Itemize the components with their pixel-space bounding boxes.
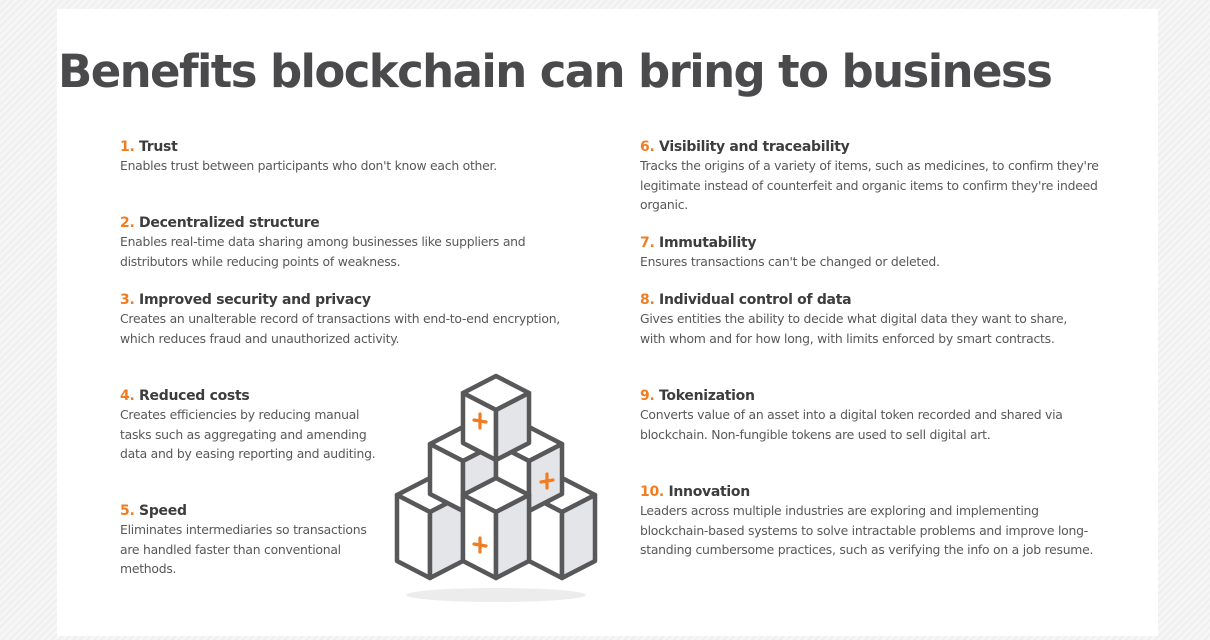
plus-icon: [539, 472, 555, 490]
benefit-description: Tracks the origins of a variety of items…: [640, 158, 1099, 212]
benefit-number: 3.: [120, 292, 135, 308]
benefit-number: 6.: [640, 139, 655, 155]
benefit-description: Enables real-time data sharing among bus…: [120, 234, 526, 269]
benefit-title: Trust: [139, 139, 178, 155]
benefit-item-1: 1. Trust Enables trust between participa…: [120, 138, 560, 176]
benefit-item-8: 8. Individual control of data Gives enti…: [640, 291, 1080, 348]
benefit-description: Converts value of an asset into a digita…: [640, 407, 1063, 442]
benefit-heading: 7. Immutability: [640, 234, 1102, 252]
benefit-number: 8.: [640, 292, 655, 308]
benefit-number: 10.: [640, 484, 664, 500]
benefit-item-5: 5. Speed Eliminates intermediaries so tr…: [120, 502, 370, 579]
benefit-description: Ensures transactions can't be changed or…: [640, 254, 940, 269]
benefit-description: Creates efficiencies by reducing manual …: [120, 407, 376, 461]
blockchain-cubes-icon: [394, 373, 598, 602]
cube-top: [460, 373, 532, 463]
benefit-title: Improved security and privacy: [139, 292, 371, 308]
benefit-number: 5.: [120, 503, 135, 519]
page-title: Benefits blockchain can bring to busines…: [58, 45, 1053, 98]
benefit-item-7: 7. Immutability Ensures transactions can…: [640, 234, 1102, 272]
benefit-heading: 6. Visibility and traceability: [640, 138, 1102, 156]
benefit-description: Enables trust between participants who d…: [120, 158, 497, 173]
benefit-number: 4.: [120, 388, 135, 404]
benefit-description: Eliminates intermediaries so transaction…: [120, 522, 367, 576]
benefit-title: Immutability: [659, 235, 757, 251]
benefit-number: 2.: [120, 215, 135, 231]
benefit-description: Leaders across multiple industries are e…: [640, 503, 1094, 557]
benefit-item-9: 9. Tokenization Converts value of an ass…: [640, 387, 1095, 444]
benefit-heading: 8. Individual control of data: [640, 291, 1080, 309]
benefit-item-6: 6. Visibility and traceability Tracks th…: [640, 138, 1102, 215]
benefit-description: Gives entities the ability to decide wha…: [640, 311, 1068, 346]
plus-icon: [472, 412, 488, 430]
plus-icon: [472, 536, 488, 554]
benefit-item-3: 3. Improved security and privacy Creates…: [120, 291, 560, 348]
benefit-number: 9.: [640, 388, 655, 404]
benefit-item-4: 4. Reduced costs Creates efficiencies by…: [120, 387, 382, 464]
benefit-number: 7.: [640, 235, 655, 251]
benefit-title: Decentralized structure: [139, 215, 320, 231]
benefit-title: Innovation: [668, 484, 750, 500]
benefit-title: Visibility and traceability: [659, 139, 850, 155]
infographic-card: [57, 9, 1158, 636]
benefit-title: Reduced costs: [139, 388, 250, 404]
benefit-heading: 10. Innovation: [640, 483, 1105, 501]
benefit-heading: 4. Reduced costs: [120, 387, 382, 405]
benefit-item-10: 10. Innovation Leaders across multiple i…: [640, 483, 1105, 560]
benefit-description: Creates an unalterable record of transac…: [120, 311, 560, 346]
benefit-heading: 5. Speed: [120, 502, 370, 520]
cube-bottom-center: [460, 475, 532, 581]
benefit-title: Individual control of data: [659, 292, 852, 308]
benefit-heading: 1. Trust: [120, 138, 560, 156]
benefit-title: Tokenization: [659, 388, 755, 404]
benefit-heading: 9. Tokenization: [640, 387, 1095, 405]
benefit-number: 1.: [120, 139, 135, 155]
shadow-ellipse: [406, 588, 586, 602]
benefit-heading: 3. Improved security and privacy: [120, 291, 560, 309]
benefit-item-2: 2. Decentralized structure Enables real-…: [120, 214, 590, 271]
benefit-title: Speed: [139, 503, 187, 519]
benefit-heading: 2. Decentralized structure: [120, 214, 590, 232]
